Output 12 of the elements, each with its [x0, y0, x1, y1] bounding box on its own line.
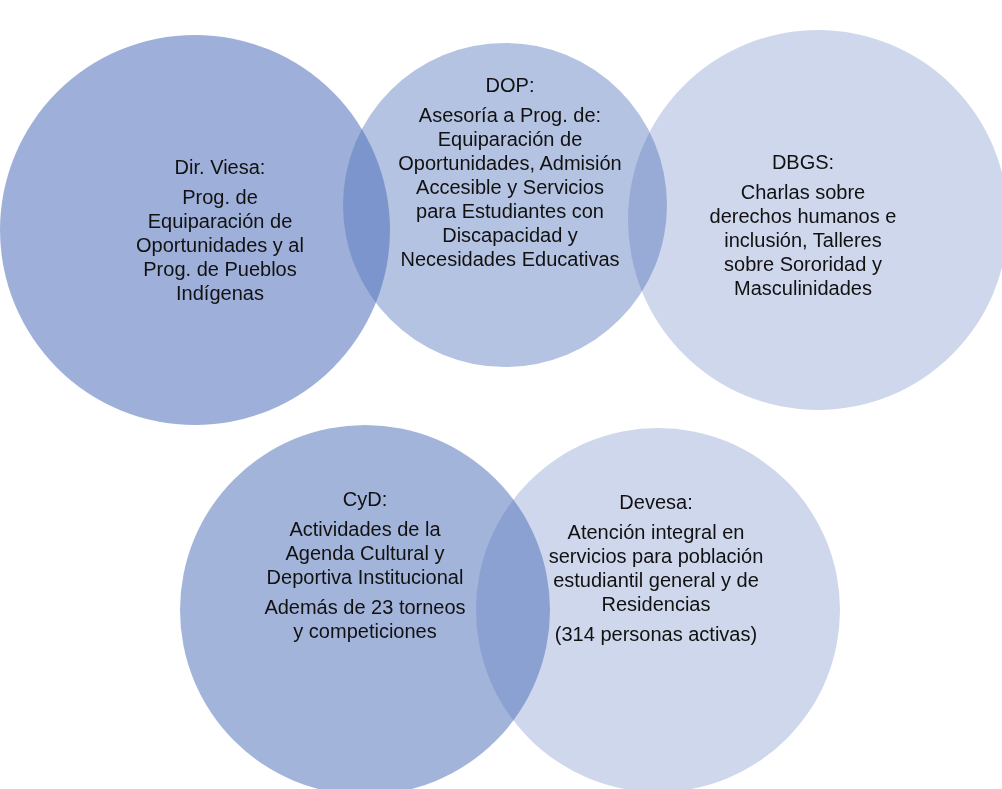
- description-text: Atención integral en servicios para población estudiantil general y de Residencias: [547, 520, 765, 616]
- section-heading: DOP:: [484, 73, 536, 97]
- section-heading: Dir. Viesa:: [173, 155, 267, 179]
- section-heading: CyD:: [341, 487, 389, 511]
- section-heading: Devesa:: [618, 490, 694, 514]
- description-text: Charlas sobre derechos humanos e inclusión, Talleres sobre Sororidad y Masculinidades: [708, 180, 898, 300]
- description-text: Prog. de Equiparación de Oportunidades y al Prog. de Pueblos Indígenas: [135, 185, 305, 305]
- note-text: Además de 23 torneos y competiciones: [263, 595, 467, 643]
- description-text: Asesoría a Prog. de: Equiparación de Oportunidades, Admisión Accesible y Servicios para Estudiantes con Discapacidad y Necesidades Educativas: [397, 103, 623, 271]
- description-text: Actividades de la Agenda Cultural y Deportiva Institucional: [265, 517, 465, 589]
- note-text: (314 personas activas): [553, 622, 759, 646]
- section-heading: DBGS:: [770, 150, 836, 174]
